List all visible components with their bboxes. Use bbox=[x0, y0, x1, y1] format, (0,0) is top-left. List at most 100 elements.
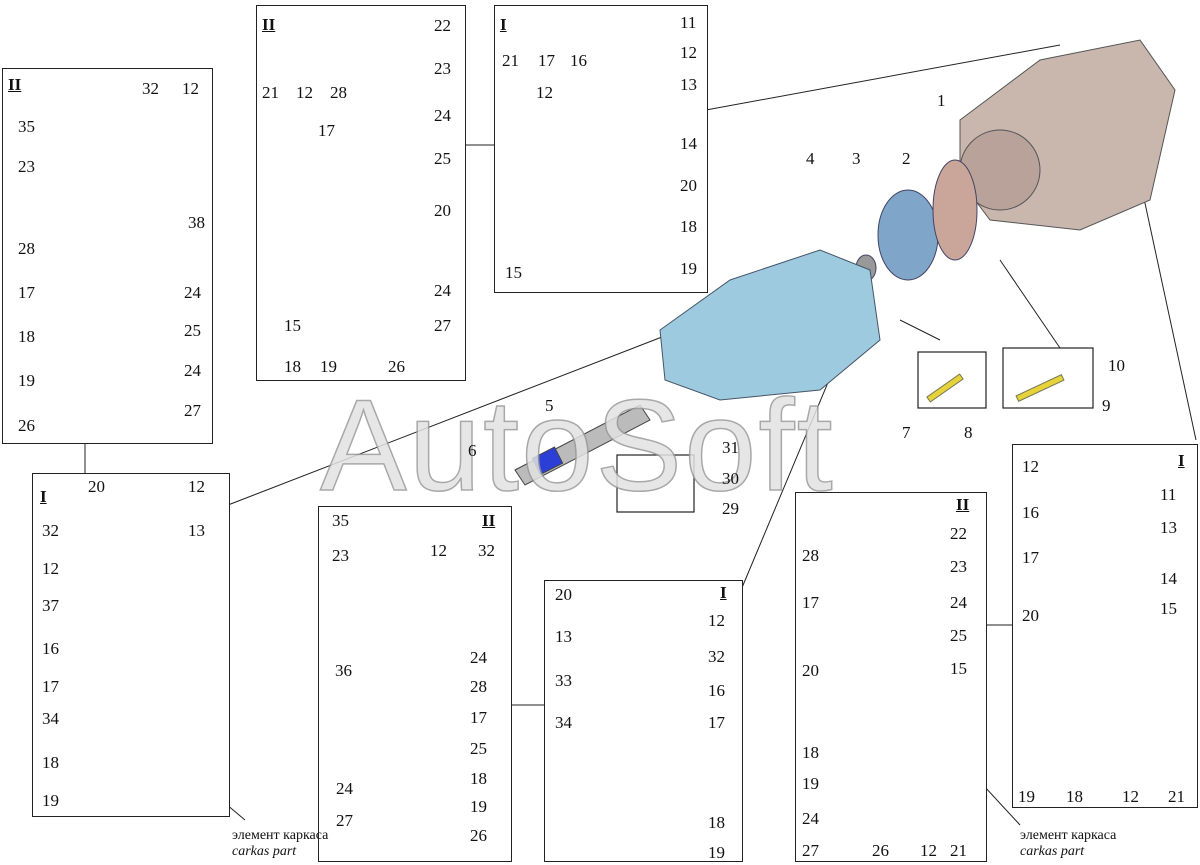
part-number-label: 7 bbox=[902, 423, 911, 442]
part-number-label: 18 bbox=[802, 743, 819, 762]
panel-title: I bbox=[1178, 451, 1185, 470]
part-number-label: 17 bbox=[318, 121, 335, 140]
panel-title: II bbox=[8, 75, 22, 94]
part-number-label: 32 bbox=[142, 79, 159, 98]
part-number-label: 18 bbox=[42, 753, 59, 772]
part-number-label: 28 bbox=[470, 677, 487, 696]
part-number-label: 17 bbox=[538, 51, 555, 70]
part-number-label: 20 bbox=[802, 661, 819, 680]
part-number-label: 15 bbox=[1160, 599, 1177, 618]
part-number-label: 19 bbox=[18, 371, 35, 390]
part-number-label: 13 bbox=[680, 75, 697, 94]
part-number-label: 24 bbox=[336, 779, 353, 798]
part-number-label: 20 bbox=[434, 201, 451, 220]
part-number-label: 4 bbox=[806, 149, 815, 168]
part-number-label: 36 bbox=[335, 661, 352, 680]
part-number-label: 19 bbox=[42, 791, 59, 810]
part-number-label: 24 bbox=[434, 106, 451, 125]
panel-title: I bbox=[40, 487, 47, 506]
detail-panel bbox=[1012, 444, 1198, 808]
panel-title: I bbox=[720, 583, 727, 602]
part-number-label: 25 bbox=[434, 149, 451, 168]
part-number-label: 23 bbox=[950, 557, 967, 576]
part-number-label: 12 bbox=[680, 43, 697, 62]
part-number-label: 18 bbox=[470, 769, 487, 788]
part-number-label: 26 bbox=[388, 357, 405, 376]
part-number-label: 19 bbox=[802, 774, 819, 793]
caption-en: carkas part bbox=[232, 844, 297, 860]
part-number-label: 31 bbox=[722, 438, 739, 457]
part-number-label: 21 bbox=[262, 83, 279, 102]
part-number-label: 21 bbox=[502, 51, 519, 70]
part-number-label: 17 bbox=[802, 593, 819, 612]
part-number-label: 23 bbox=[332, 546, 349, 565]
panel-title: II bbox=[482, 511, 496, 530]
part-number-label: 27 bbox=[802, 841, 819, 860]
detail-panel bbox=[544, 580, 743, 862]
part-number-label: 29 bbox=[722, 499, 739, 518]
part-number-label: 15 bbox=[950, 659, 967, 678]
part-number-label: 20 bbox=[88, 477, 105, 496]
part-number-label: 19 bbox=[680, 259, 697, 278]
panel-title: I bbox=[500, 15, 507, 34]
part-number-label: 27 bbox=[184, 401, 201, 420]
part-number-label: 17 bbox=[42, 677, 59, 696]
part-number-label: 12 bbox=[296, 83, 313, 102]
panel-title: II bbox=[262, 15, 276, 34]
part-number-label: 18 bbox=[18, 327, 35, 346]
watermark: AutoSoft bbox=[319, 371, 835, 519]
detail-panel bbox=[795, 492, 987, 862]
part-number-label: 15 bbox=[505, 263, 522, 282]
part-number-label: 28 bbox=[18, 239, 35, 258]
part-number-label: 12 bbox=[42, 559, 59, 578]
part-number-label: 13 bbox=[1160, 518, 1177, 537]
part-number-label: 35 bbox=[332, 511, 349, 530]
detail-panel bbox=[318, 506, 512, 862]
part-number-label: 26 bbox=[18, 416, 35, 435]
part-number-label: 24 bbox=[434, 281, 451, 300]
part-number-label: 24 bbox=[184, 283, 201, 302]
part-number-label: 8 bbox=[964, 423, 973, 442]
caption-ru: элемент каркаса bbox=[232, 828, 329, 843]
panel-title: II bbox=[956, 495, 970, 514]
caption-ru: элемент каркаса bbox=[1020, 828, 1117, 843]
part-number-label: 6 bbox=[468, 441, 477, 460]
part-number-label: 17 bbox=[1022, 548, 1039, 567]
part-number-label: 26 bbox=[872, 841, 889, 860]
part-number-label: 11 bbox=[680, 13, 697, 32]
part-number-label: 38 bbox=[188, 213, 205, 232]
detail-panel bbox=[494, 5, 708, 293]
part-number-label: 21 bbox=[1168, 787, 1185, 806]
part-number-label: 34 bbox=[42, 709, 59, 728]
part-number-label: 13 bbox=[555, 627, 572, 646]
engine bbox=[959, 39, 1176, 231]
part-number-label: 32 bbox=[42, 521, 59, 540]
part-number-label: 23 bbox=[434, 59, 451, 78]
part-number-label: 26 bbox=[470, 826, 487, 845]
part-number-label: 19 bbox=[320, 357, 337, 376]
part-number-label: 28 bbox=[330, 83, 347, 102]
part-number-label: 10 bbox=[1108, 356, 1125, 375]
part-number-label: 32 bbox=[478, 541, 495, 560]
detail-panel bbox=[256, 5, 466, 381]
part-number-label: 12 bbox=[430, 541, 447, 560]
caption-en: carkas part bbox=[1020, 844, 1085, 860]
part-number-label: 17 bbox=[470, 708, 487, 727]
part-number-label: 37 bbox=[42, 596, 59, 615]
propeller-shaft bbox=[514, 404, 651, 486]
part-number-label: 14 bbox=[1160, 569, 1177, 588]
part-number-label: 15 bbox=[284, 316, 301, 335]
part-number-label: 18 bbox=[708, 813, 725, 832]
part-number-label: 1 bbox=[937, 91, 946, 110]
part-number-label: 24 bbox=[802, 809, 819, 828]
part-number-label: 20 bbox=[1022, 606, 1039, 625]
part-number-label: 19 bbox=[708, 843, 725, 862]
part-number-label: 16 bbox=[708, 681, 725, 700]
part-number-label: 30 bbox=[722, 469, 739, 488]
part-number-label: 16 bbox=[570, 51, 587, 70]
part-number-label: 23 bbox=[18, 157, 35, 176]
detail-panel bbox=[32, 473, 230, 817]
